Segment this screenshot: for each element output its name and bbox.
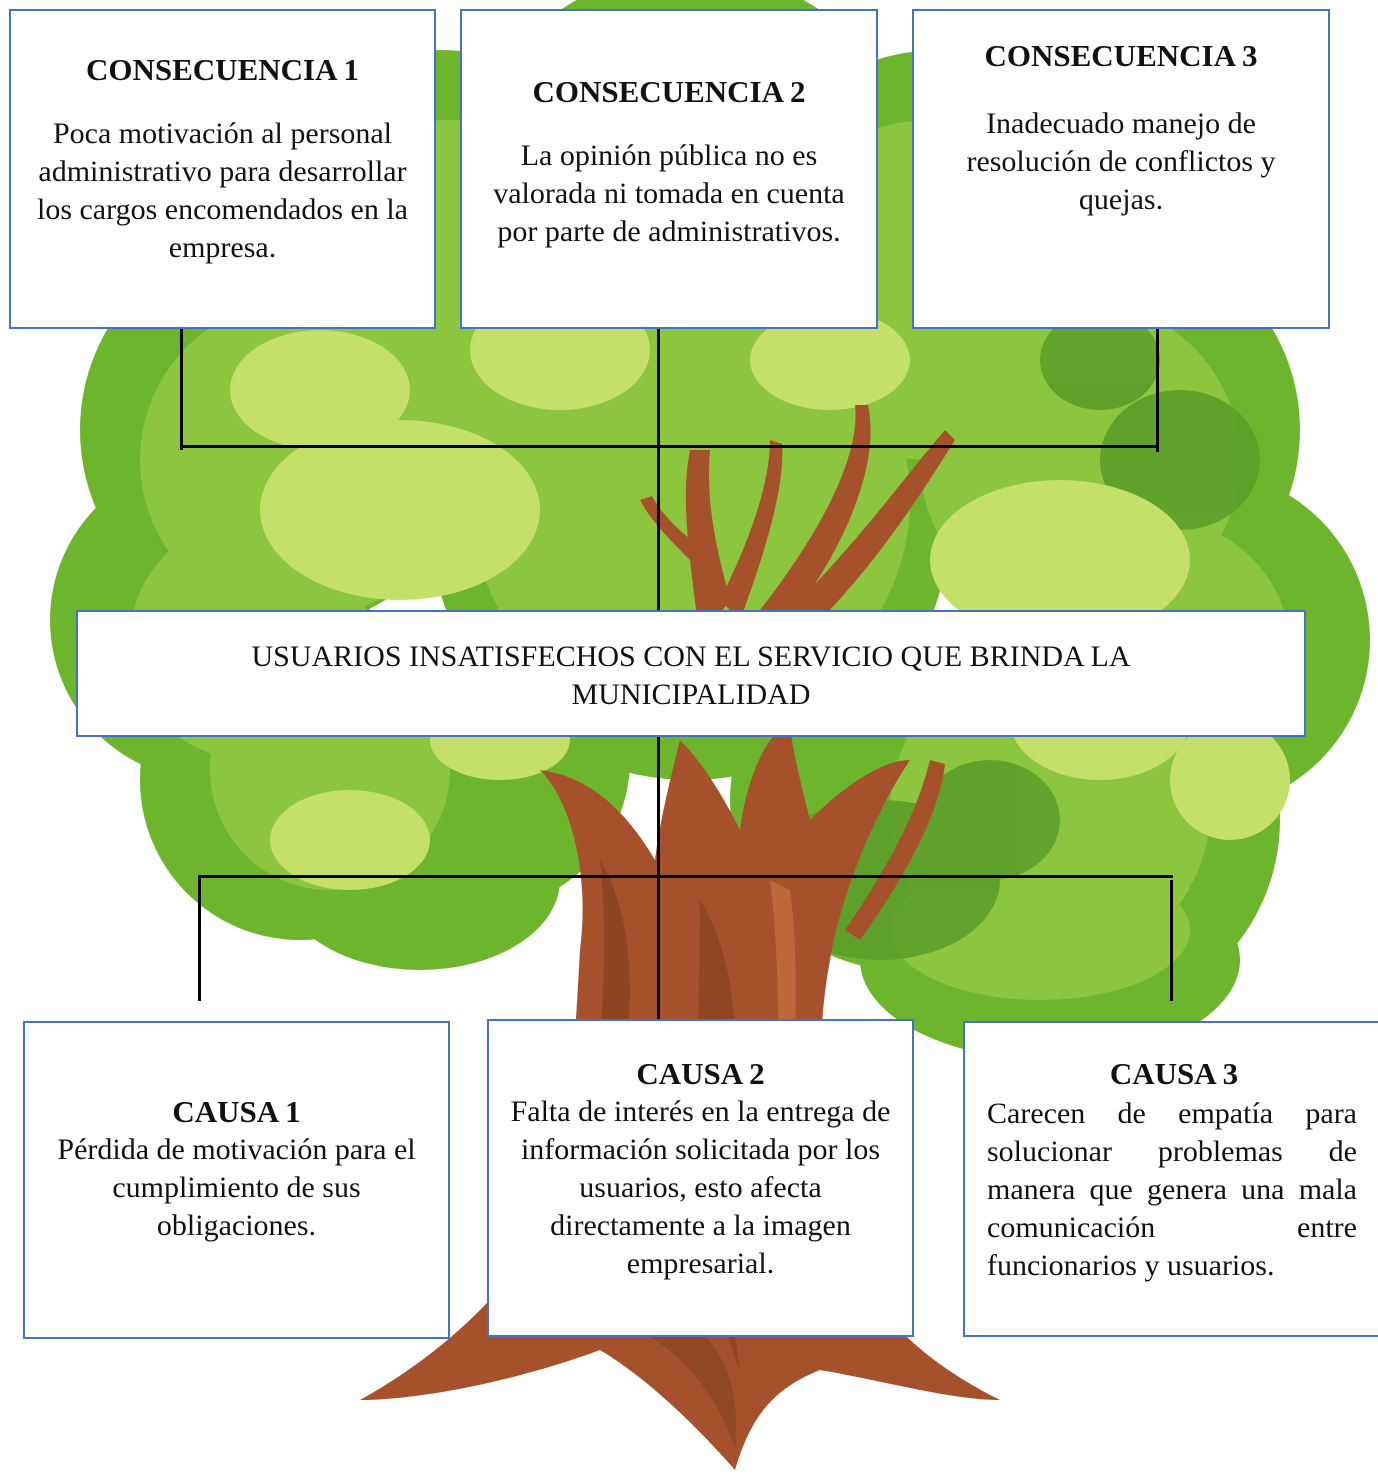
consequence-2-title: CONSECUENCIA 2 bbox=[532, 74, 806, 109]
cause-2-title: CAUSA 2 bbox=[636, 1056, 765, 1091]
consequence-box-3: CONSECUENCIA 3 Inadecuado manejo de reso… bbox=[912, 9, 1330, 329]
consequence-3-text: Inadecuado manejo de resolución de confl… bbox=[966, 107, 1276, 216]
consequence-box-1: CONSECUENCIA 1 Poca motivación al person… bbox=[9, 9, 436, 329]
consequence-1-title: CONSECUENCIA 1 bbox=[85, 52, 360, 87]
cause-3-text: Carecen de empatía para solucionar probl… bbox=[987, 1097, 1357, 1282]
consequence-box-2: CONSECUENCIA 2 La opinión pública no es … bbox=[460, 9, 878, 329]
consequence-3-title: CONSECUENCIA 3 bbox=[984, 38, 1258, 73]
cause-1-text: Pérdida de motivación para el cumplimien… bbox=[57, 1133, 416, 1242]
connector-consequence-1 bbox=[180, 328, 183, 450]
consequence-1-text: Poca motivación al personal administrati… bbox=[36, 117, 408, 264]
central-problem-box: USUARIOS INSATISFECHOS CON EL SERVICIO Q… bbox=[76, 610, 1306, 737]
cause-box-2: CAUSA 2 Falta de interés en la entrega d… bbox=[487, 1019, 914, 1337]
connector-cause-3 bbox=[1170, 880, 1173, 1001]
cause-box-3: CAUSA 3 Carecen de empatía para solucion… bbox=[963, 1021, 1378, 1337]
connector-problem-to-causes bbox=[657, 736, 660, 1021]
connector-causes-horizontal bbox=[198, 875, 1173, 878]
consequence-2-text: La opinión pública no es valorada ni tom… bbox=[493, 139, 845, 248]
connector-cause-1 bbox=[198, 875, 201, 1001]
cause-box-1: CAUSA 1 Pérdida de motivación para el cu… bbox=[23, 1021, 450, 1339]
connector-consequences-horizontal bbox=[180, 445, 1159, 448]
cause-1-title: CAUSA 1 bbox=[172, 1094, 301, 1129]
cause-3-title: CAUSA 3 bbox=[1109, 1056, 1239, 1091]
connector-consequence-2 bbox=[657, 328, 660, 610]
cause-2-text: Falta de interés en la entrega de inform… bbox=[510, 1095, 891, 1280]
central-problem-text: USUARIOS INSATISFECHOS CON EL SERVICIO Q… bbox=[251, 640, 1131, 711]
connector-consequence-3 bbox=[1156, 328, 1159, 452]
